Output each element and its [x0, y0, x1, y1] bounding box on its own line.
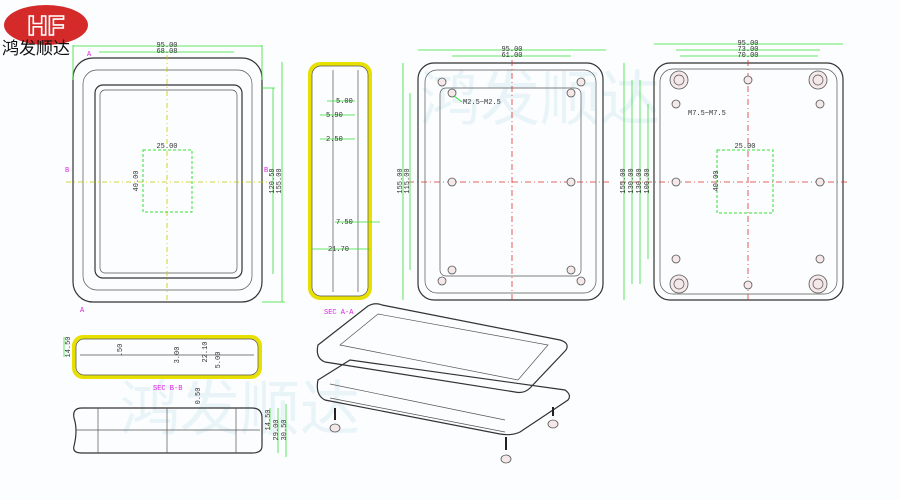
svg-text:7.50: 7.50 [336, 219, 353, 227]
svg-text:SEC A-A: SEC A-A [324, 309, 354, 317]
svg-text:95.00: 95.00 [501, 46, 522, 54]
svg-text:A: A [87, 51, 92, 59]
svg-text:40.00: 40.00 [713, 170, 721, 191]
svg-text:25.00: 25.00 [156, 143, 177, 151]
svg-text:SEC B-B: SEC B-B [153, 385, 182, 393]
svg-text:95.00: 95.00 [737, 40, 758, 48]
screws [329, 407, 559, 464]
svg-text:73.00: 73.00 [737, 46, 758, 54]
svg-text:21.70: 21.70 [328, 246, 349, 254]
svg-text:120.58: 120.58 [269, 168, 277, 193]
svg-text:29.00: 29.00 [273, 419, 281, 440]
company-name: 鸿发顺达 [2, 39, 70, 59]
svg-text:95.00: 95.00 [156, 42, 177, 50]
svg-text:0.50: 0.50 [195, 388, 203, 405]
svg-text:25.00: 25.00 [734, 143, 755, 151]
svg-text:30.50: 30.50 [281, 419, 289, 440]
svg-text:5.00: 5.00 [215, 352, 223, 369]
svg-text:鸿发顺达: 鸿发顺达 [120, 375, 360, 445]
svg-text:B: B [65, 167, 69, 175]
inside-view: 95.00 61.00 155.00 115.00 M2.5~M2.5 [397, 46, 610, 302]
svg-text:A: A [80, 307, 85, 315]
svg-text:130.00: 130.00 [628, 168, 636, 193]
svg-text:.50: .50 [117, 344, 125, 357]
watermark: 鸿发顺达 鸿发顺达 [120, 65, 660, 445]
svg-text:100.00: 100.00 [644, 168, 652, 193]
company-logo: HF [4, 5, 88, 45]
svg-text:22.10: 22.10 [202, 341, 210, 362]
svg-text:130.00: 130.00 [636, 168, 644, 193]
side-view: 14.50 29.00 30.50 [73, 404, 289, 457]
svg-text:61.00: 61.00 [501, 52, 522, 60]
svg-text:40.00: 40.00 [133, 170, 141, 191]
isometric-exploded-view [316, 303, 571, 464]
section-b-b: 14.50 .50 3.00 22.10 5.00 0.50 SEC B-B [63, 335, 262, 405]
bottom-view: 95.00 73.00 70.00 155.00 130.00 130.00 1… [620, 40, 850, 302]
svg-text:3.00: 3.00 [174, 347, 182, 364]
svg-text:鸿发顺达: 鸿发顺达 [420, 65, 660, 135]
svg-text:5.90: 5.90 [326, 112, 343, 120]
front-view: 95.00 68.08 25.00 40.00 120.58 155.00 A … [65, 42, 285, 315]
svg-text:14.50: 14.50 [65, 336, 73, 357]
svg-text:14.50: 14.50 [265, 409, 273, 430]
svg-text:68.08: 68.08 [156, 48, 177, 56]
feet-and-holes [669, 70, 828, 294]
svg-text:5.00: 5.00 [336, 98, 353, 106]
svg-text:115.00: 115.00 [404, 168, 412, 193]
svg-text:HF: HF [27, 10, 64, 41]
svg-text:70.00: 70.00 [737, 52, 758, 60]
section-a-a: 5.00 5.90 2.50 7.50 21.70 SEC A-A [308, 62, 380, 317]
screw-holes [437, 77, 586, 286]
svg-text:B: B [264, 167, 268, 175]
svg-text:2.50: 2.50 [326, 136, 343, 144]
svg-text:M7.5~M7.5: M7.5~M7.5 [688, 110, 726, 118]
svg-text:M2.5~M2.5: M2.5~M2.5 [463, 99, 501, 107]
svg-text:155.00: 155.00 [276, 168, 284, 193]
svg-text:155.00: 155.00 [620, 168, 628, 193]
svg-text:155.00: 155.00 [397, 168, 405, 193]
